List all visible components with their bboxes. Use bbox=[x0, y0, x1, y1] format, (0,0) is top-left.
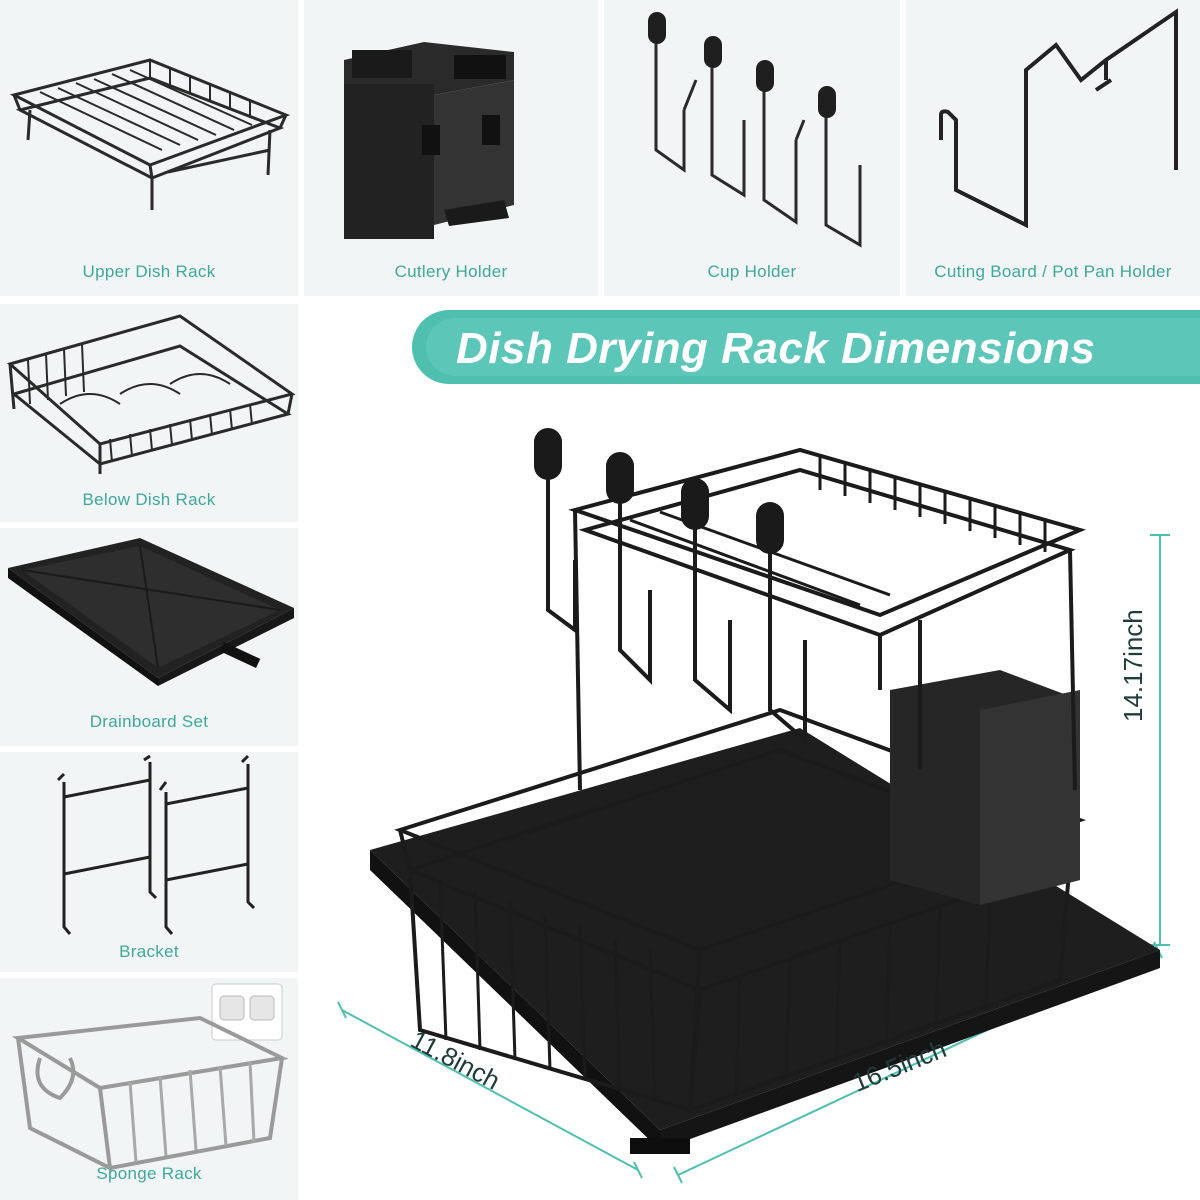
caption-below-dish-rack: Below Dish Rack bbox=[82, 490, 216, 509]
bracket-image bbox=[56, 754, 256, 935]
panel-cutting-board-holder: Cuting Board / Pot Pan Holder bbox=[906, 0, 1200, 296]
cutting-board-holder-image bbox=[939, 8, 1178, 229]
caption-drainboard-set: Drainboard Set bbox=[89, 712, 209, 731]
caption-cutting-board-holder: Cuting Board / Pot Pan Holder bbox=[934, 262, 1172, 281]
panel-bracket: Bracket bbox=[0, 752, 298, 972]
title-banner-inner: Dish Drying Rack Dimensions bbox=[426, 318, 1200, 376]
caption-upper-dish-rack: Upper Dish Rack bbox=[82, 262, 216, 281]
caption-bracket: Bracket bbox=[119, 942, 179, 961]
panel-cup-holder: Cup Holder bbox=[604, 0, 900, 296]
cutlery-holder-image bbox=[344, 42, 514, 239]
upper-dish-rack-image bbox=[9, 58, 291, 210]
height-label: 14.17inch bbox=[1118, 609, 1148, 722]
panel-sponge-rack: Sponge Rack bbox=[0, 978, 298, 1200]
panel-cutlery-holder: Cutlery Holder bbox=[304, 0, 598, 296]
caption-sponge-rack: Sponge Rack bbox=[96, 1164, 202, 1183]
sponge-rack-image bbox=[11, 983, 289, 1172]
main-product-image bbox=[337, 428, 1170, 1184]
caption-cup-holder: Cup Holder bbox=[707, 262, 797, 281]
drainboard-set-image bbox=[8, 538, 294, 686]
banner-title: Dish Drying Rack Dimensions bbox=[456, 324, 1096, 373]
caption-cutlery-holder: Cutlery Holder bbox=[394, 262, 508, 281]
panel-drainboard-set: Drainboard Set bbox=[0, 528, 298, 746]
below-dish-rack-image bbox=[6, 314, 296, 474]
panel-upper-dish-rack: Upper Dish Rack bbox=[0, 0, 298, 296]
panel-below-dish-rack: Below Dish Rack bbox=[0, 304, 298, 522]
title-banner: Dish Drying Rack Dimensions bbox=[412, 310, 1200, 384]
cup-holder-image bbox=[648, 12, 862, 248]
